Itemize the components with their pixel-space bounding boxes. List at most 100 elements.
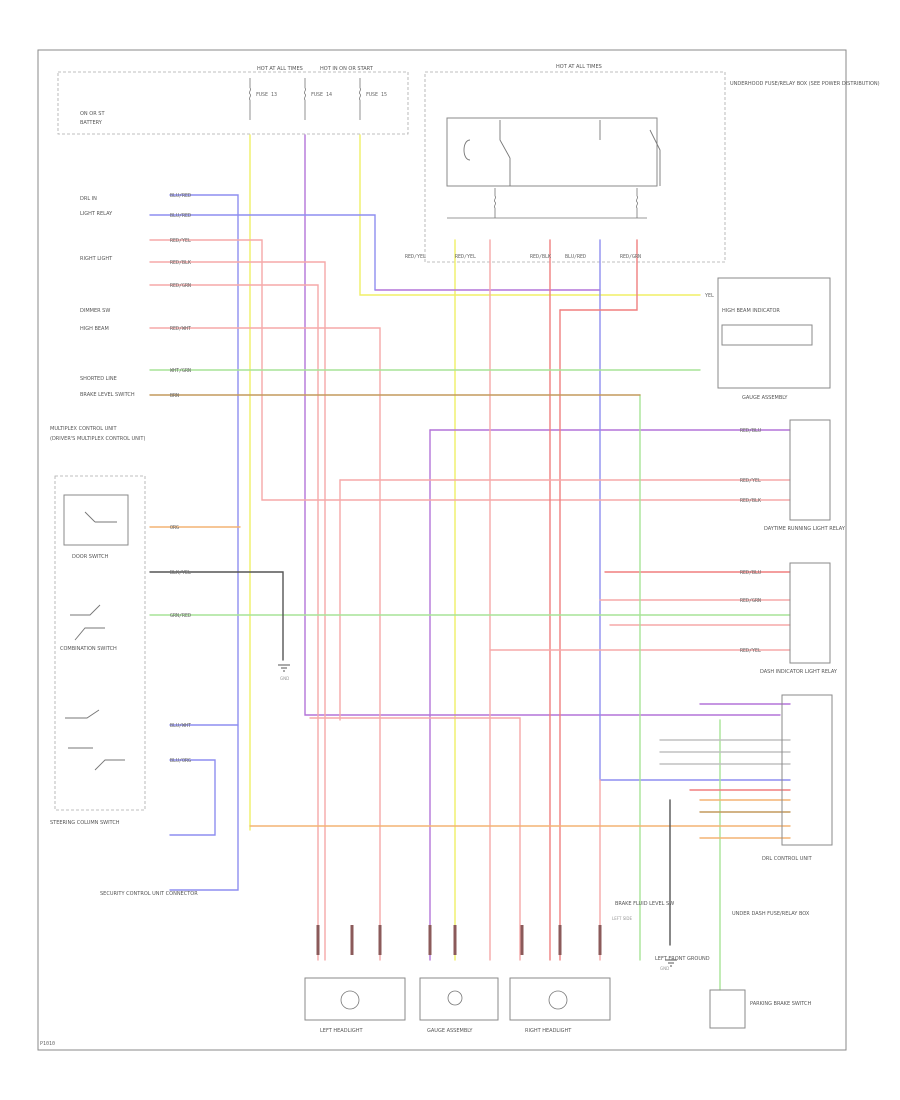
gauge-assembly-bottom-box <box>419 977 499 1021</box>
code-2: BLU/RED <box>170 213 191 219</box>
label-hot-in-on: HOT IN ON OR START <box>320 66 374 72</box>
wire-red-4 <box>149 327 381 961</box>
code-14: YEL <box>705 293 714 299</box>
relay-block <box>446 117 658 187</box>
code-18: RED/BLU <box>740 570 761 576</box>
code-15: RED/BLU <box>740 428 761 434</box>
wire-red-3 <box>149 284 319 961</box>
label-security: SECURITY CONTROL UNIT CONNECTOR <box>100 891 198 897</box>
code-16: RED/YEL <box>740 478 761 484</box>
left-headlight-box <box>304 977 406 1021</box>
dash-indicator-relay-box <box>789 562 831 664</box>
ground-icon-2 <box>278 664 290 672</box>
code-20: RED/YEL <box>740 648 761 654</box>
code-7: WHT/GRN <box>170 368 191 374</box>
code-13: BLU/ORG <box>170 758 191 764</box>
code-9: ORG <box>170 525 179 531</box>
code-22: RED/YEL <box>455 254 476 260</box>
indicator-lamp <box>721 324 813 346</box>
wire-black-1 <box>149 571 284 661</box>
label-dimmer: DIMMER SW <box>80 308 110 314</box>
label-gauge-top: GAUGE ASSEMBLY <box>742 395 788 401</box>
right-headlight-box <box>509 977 611 1021</box>
code-5: RED/GRN <box>170 283 191 289</box>
code-23: RED/BLK <box>530 254 551 260</box>
tag-3: GND <box>660 966 669 971</box>
gauge-bulb-icon <box>447 990 463 1006</box>
label-fuse-c: FUSE 15 <box>366 92 387 98</box>
code-21: RED/YEL <box>405 254 426 260</box>
label-brake-fluid: BRAKE FLUID LEVEL SW <box>615 901 674 907</box>
code-6: RED/WHT <box>170 326 191 332</box>
outer-frame <box>37 49 847 1051</box>
fuse-group-left <box>249 78 361 120</box>
label-shorted-line: SHORTED LINE <box>80 376 117 382</box>
fuse-box-top-left <box>57 71 409 135</box>
multiplex-box <box>54 475 146 811</box>
brake-switch-box <box>709 989 746 1029</box>
right-headlight-bulb-icon <box>548 990 568 1010</box>
code-24: BLU/RED <box>565 254 586 260</box>
connector-ticks <box>316 925 602 955</box>
wire-blue-3 <box>169 194 239 891</box>
label-dash-relay: DASH INDICATOR LIGHT RELAY <box>760 669 838 675</box>
ground-icon-1 <box>665 959 677 967</box>
left-connector-labels: ON OR ST BATTERY DRL IN LIGHT RELAY RIGH… <box>80 111 135 398</box>
label-fuse-box: HOT AT ALL TIMES <box>257 66 303 72</box>
label-left-headlight: LEFT HEADLIGHT <box>320 1028 363 1034</box>
code-17: RED/BLK <box>740 498 761 504</box>
relay-switches <box>463 120 661 186</box>
code-12: BLU/WHT <box>170 723 191 729</box>
small-tags: GND LEFT SIDE GND <box>280 676 669 971</box>
ground-icons <box>278 664 677 967</box>
code-3: RED/YEL <box>170 238 191 244</box>
combination-switches <box>65 511 125 771</box>
code-8: BRN <box>170 393 179 399</box>
label-fuse-a: FUSE 13 <box>256 92 277 98</box>
label-light-relay: LIGHT RELAY <box>80 211 113 217</box>
bottom-components: LEFT HEADLIGHT GAUGE ASSEMBLY RIGHT HEAD… <box>304 977 611 1034</box>
door-switch-box <box>63 494 129 546</box>
label-drl-in: DRL IN <box>80 196 97 202</box>
label-drl-relay: DAYTIME RUNNING LIGHT RELAY <box>764 526 846 532</box>
wire-blue-2 <box>599 239 791 781</box>
label-multiplex-note: (DRIVER'S MULTIPLEX CONTROL UNIT) <box>50 436 145 442</box>
label-high-beam-ind: HIGH BEAM INDICATOR <box>722 308 780 314</box>
label-high-beam: HIGH BEAM <box>80 326 109 332</box>
label-right-light: RIGHT LIGHT <box>80 256 113 262</box>
label-parking-brake: PARKING BRAKE SWITCH <box>750 1001 812 1007</box>
wire-code-labels: BLU/RED BLU/RED RED/YEL RED/BLK RED/GRN … <box>170 193 761 764</box>
tag-2: LEFT SIDE <box>612 916 633 921</box>
drl-control-unit-box <box>781 694 833 846</box>
left-headlight-bulb-icon <box>340 990 360 1010</box>
underhood-fuse-box <box>424 71 726 263</box>
label-underhood: UNDERHOOD FUSE/RELAY BOX (SEE POWER DIST… <box>730 81 880 87</box>
code-1: BLU/RED <box>170 193 191 199</box>
wire-gray-1 <box>659 739 791 765</box>
label-under-dash: UNDER DASH FUSE/RELAY BOX <box>732 911 810 917</box>
label-combination: COMBINATION SWITCH <box>60 646 117 652</box>
drl-relay-box <box>789 419 831 521</box>
wire-blue-5 <box>169 759 216 836</box>
wire-yellow-2 <box>359 134 701 296</box>
label-on-or-st: ON OR ST <box>80 111 105 117</box>
diagram-id: P1010 <box>40 1041 55 1047</box>
label-drl-control: DRL CONTROL UNIT <box>762 856 813 862</box>
label-left-front-ground: LEFT FRONT GROUND <box>655 956 710 962</box>
label-brake-level: BRAKE LEVEL SWITCH <box>80 392 135 398</box>
code-11: GRN/RED <box>170 613 191 619</box>
gauge-assembly-top <box>717 277 831 389</box>
label-gauge-bottom: GAUGE ASSEMBLY <box>427 1028 473 1034</box>
label-right-headlight: RIGHT HEADLIGHT <box>525 1028 572 1034</box>
wire-red-6 <box>559 239 638 311</box>
wire-red-2 <box>149 261 326 961</box>
label-b: BATTERY <box>80 120 103 126</box>
label-multiplex: MULTIPLEX CONTROL UNIT <box>50 426 117 432</box>
wire-purple-1 <box>304 134 781 716</box>
code-25: RED/GRN <box>620 254 641 260</box>
code-4: RED/BLK <box>170 260 191 266</box>
code-10: BLK/YEL <box>170 570 191 576</box>
wire-blue-1 <box>149 214 376 291</box>
